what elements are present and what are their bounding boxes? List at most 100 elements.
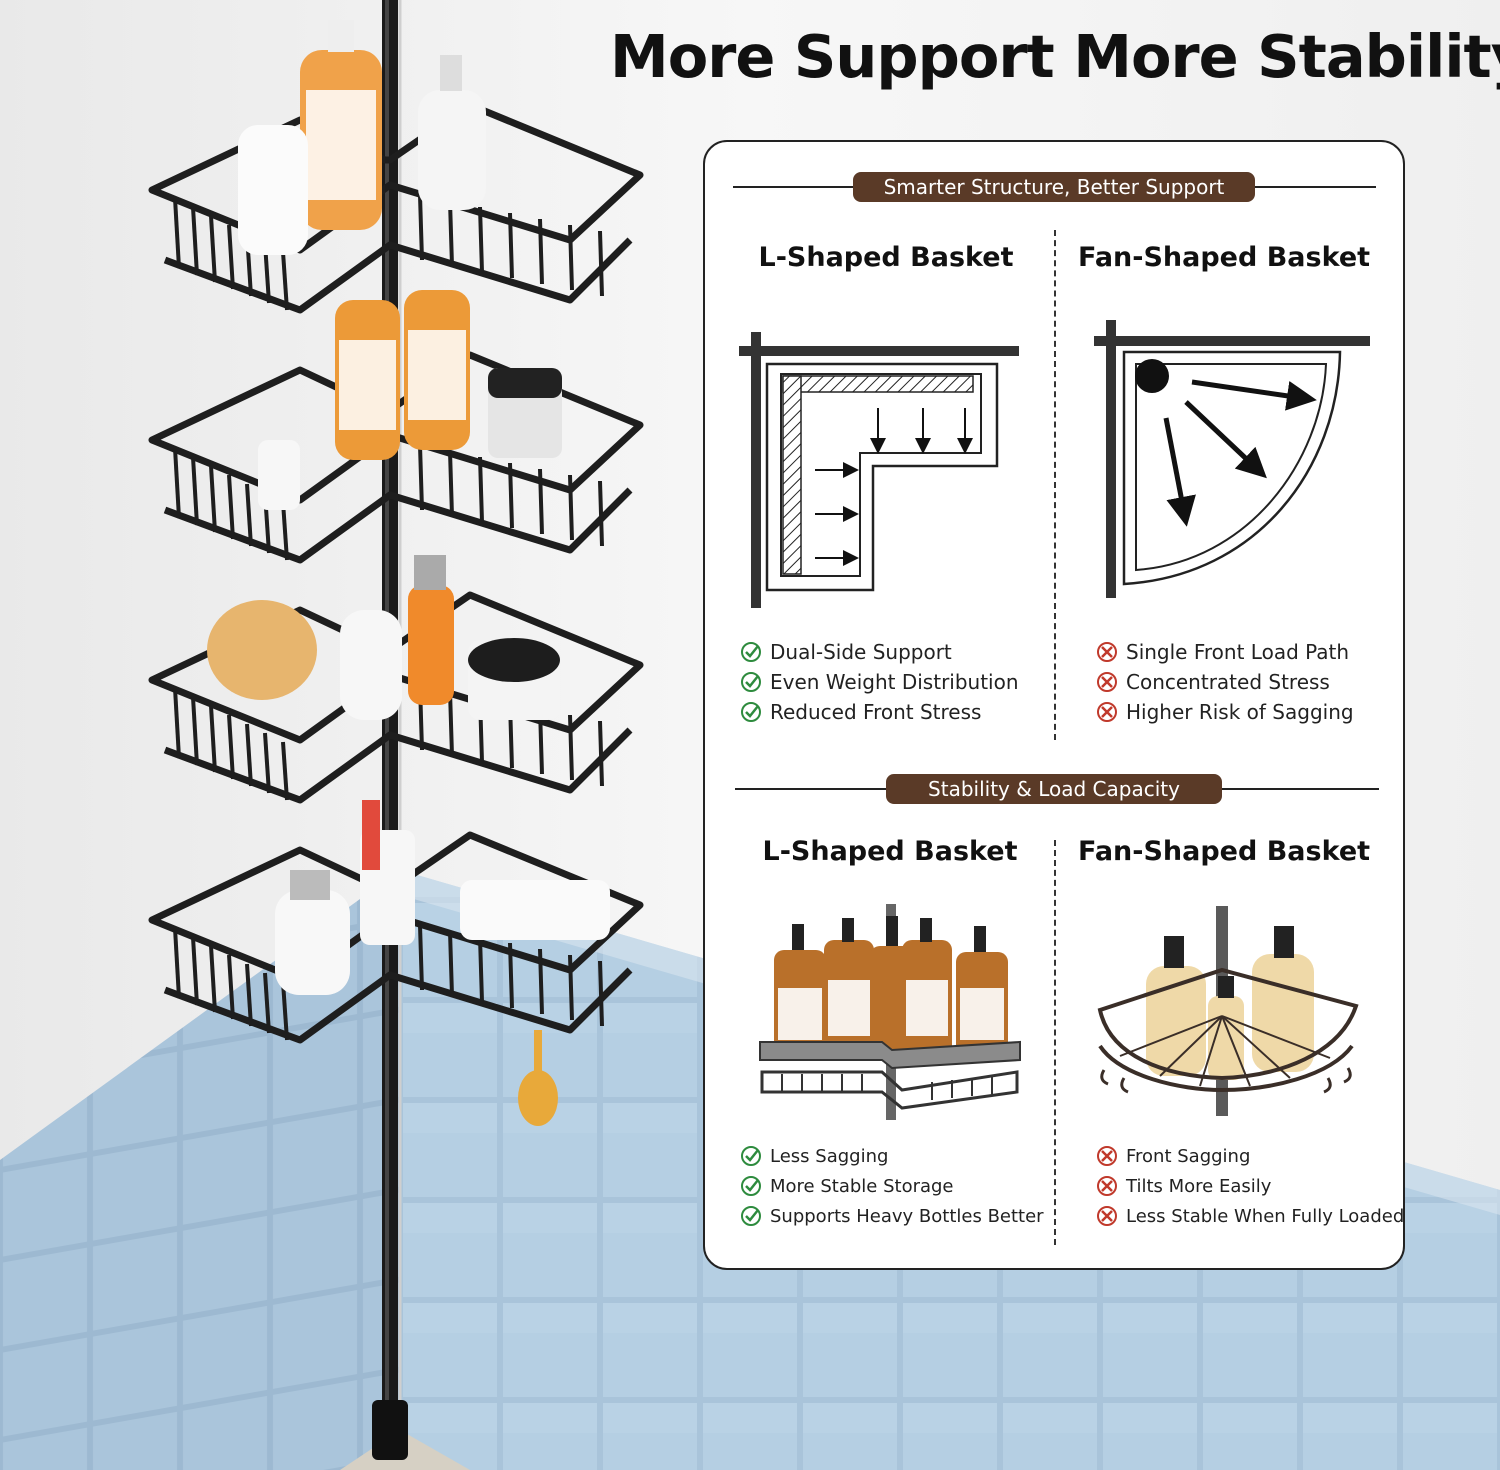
basket-wire bbox=[209, 945, 217, 1013]
feature-item: Concentrated Stress bbox=[1096, 668, 1330, 696]
check-icon bbox=[741, 1146, 761, 1166]
section1-rule-right bbox=[1246, 186, 1376, 188]
left-tile-wall bbox=[0, 870, 400, 1470]
basket-wire bbox=[281, 741, 289, 801]
basket-wire bbox=[418, 194, 424, 261]
feature-item: Even Weight Distribution bbox=[740, 668, 1019, 696]
feature-label: Single Front Load Path bbox=[1126, 640, 1350, 664]
feature-label: Higher Risk of Sagging bbox=[1126, 700, 1354, 724]
basket-wire bbox=[281, 981, 289, 1041]
basket-wire bbox=[209, 215, 217, 283]
basket-wire bbox=[281, 251, 289, 311]
section2-rule-left bbox=[735, 788, 895, 790]
basket-wire bbox=[478, 936, 484, 1003]
feature-label: Dual-Side Support bbox=[770, 640, 952, 664]
section1-pill: Smarter Structure, Better Support bbox=[853, 172, 1255, 202]
feature-label: Front Sagging bbox=[1126, 1145, 1251, 1167]
feature-label: Less Stable When Fully Loaded bbox=[1126, 1205, 1405, 1227]
feature-item: Dual-Side Support bbox=[740, 638, 952, 666]
basket-wire bbox=[598, 720, 604, 787]
basket-wire bbox=[263, 732, 271, 794]
cross-icon bbox=[1097, 1146, 1117, 1166]
basket-wire bbox=[568, 714, 574, 781]
basket-wire bbox=[209, 465, 217, 533]
basket-wire bbox=[418, 444, 424, 511]
section2-rule-right bbox=[1214, 788, 1379, 790]
feature-label: Even Weight Distribution bbox=[770, 670, 1019, 694]
basket-wire bbox=[448, 930, 454, 997]
basket-base bbox=[163, 967, 633, 1044]
fan-shaped-load-diagram bbox=[1094, 320, 1370, 598]
basket-wire bbox=[418, 924, 424, 991]
cross-icon bbox=[1097, 642, 1117, 662]
basket-wire bbox=[263, 972, 271, 1034]
basket-wire bbox=[173, 927, 181, 999]
check-icon bbox=[741, 642, 761, 662]
basket-wire bbox=[281, 501, 289, 561]
basket-wire bbox=[227, 954, 235, 1020]
feature-label: Less Sagging bbox=[770, 1145, 889, 1167]
basket-wire bbox=[209, 705, 217, 773]
basket-wire bbox=[508, 212, 514, 279]
basket-wire bbox=[568, 474, 574, 541]
basket-wire bbox=[598, 960, 604, 1027]
basket-wire bbox=[568, 224, 574, 291]
headline: More Support More Stability bbox=[610, 22, 1500, 91]
basket-wire bbox=[538, 468, 544, 535]
basket-wire bbox=[245, 723, 253, 787]
l-shaped-load-diagram bbox=[739, 332, 1019, 608]
section1-divider bbox=[1054, 230, 1056, 740]
section2-left-title: L-Shaped Basket bbox=[762, 836, 1018, 867]
check-icon bbox=[741, 672, 761, 692]
basket-base bbox=[163, 237, 633, 314]
basket-wire bbox=[191, 936, 199, 1006]
check-icon bbox=[741, 702, 761, 722]
section1-right-title: Fan-Shaped Basket bbox=[1077, 242, 1371, 273]
basket-wire bbox=[191, 206, 199, 276]
basket-wire bbox=[478, 456, 484, 523]
check-icon bbox=[741, 1206, 761, 1226]
feature-item: More Stable Storage bbox=[740, 1172, 954, 1200]
basket-wire bbox=[598, 480, 604, 547]
feature-item: Front Sagging bbox=[1096, 1142, 1250, 1170]
basket-wire bbox=[227, 474, 235, 540]
feature-item: Reduced Front Stress bbox=[740, 698, 981, 726]
section1-rule-left bbox=[733, 186, 863, 188]
feature-item: Less Stable When Fully Loaded bbox=[1096, 1202, 1404, 1230]
feature-item: Single Front Load Path bbox=[1096, 638, 1349, 666]
basket-wire bbox=[173, 197, 181, 269]
feature-item: Supports Heavy Bottles Better bbox=[740, 1202, 1044, 1230]
section2-divider bbox=[1054, 840, 1056, 1245]
feature-item: Tilts More Easily bbox=[1096, 1172, 1271, 1200]
cross-icon bbox=[1097, 1206, 1117, 1226]
basket-wire bbox=[538, 948, 544, 1015]
cross-icon bbox=[1097, 702, 1117, 722]
feature-label: Tilts More Easily bbox=[1126, 1175, 1272, 1197]
basket-wire bbox=[173, 447, 181, 519]
cross-icon bbox=[1097, 672, 1117, 692]
basket-wire bbox=[245, 963, 253, 1027]
section2-right-title: Fan-Shaped Basket bbox=[1077, 836, 1371, 867]
basket-wire bbox=[448, 450, 454, 517]
feature-label: Reduced Front Stress bbox=[770, 700, 982, 724]
basket-base bbox=[163, 487, 633, 564]
basket-wire bbox=[227, 714, 235, 780]
basket-wire bbox=[598, 230, 604, 297]
basket-wire bbox=[173, 687, 181, 759]
basket-base bbox=[163, 727, 633, 804]
section2-pill: Stability & Load Capacity bbox=[886, 774, 1222, 804]
bathroom-items bbox=[207, 20, 610, 1126]
fan-shaped-basket-photo bbox=[1097, 906, 1359, 1116]
feature-label: Supports Heavy Bottles Better bbox=[770, 1205, 1044, 1227]
basket-wire bbox=[568, 954, 574, 1021]
basket-wire bbox=[478, 206, 484, 273]
basket-wire bbox=[227, 224, 235, 290]
feature-label: Concentrated Stress bbox=[1126, 670, 1330, 694]
basket-wire bbox=[508, 462, 514, 529]
basket-wire bbox=[448, 690, 454, 757]
basket-wire bbox=[191, 456, 199, 526]
basket-wire bbox=[538, 218, 544, 285]
feature-item: Higher Risk of Sagging bbox=[1096, 698, 1354, 726]
basket-wire bbox=[448, 200, 454, 267]
basket-wire bbox=[191, 696, 199, 766]
